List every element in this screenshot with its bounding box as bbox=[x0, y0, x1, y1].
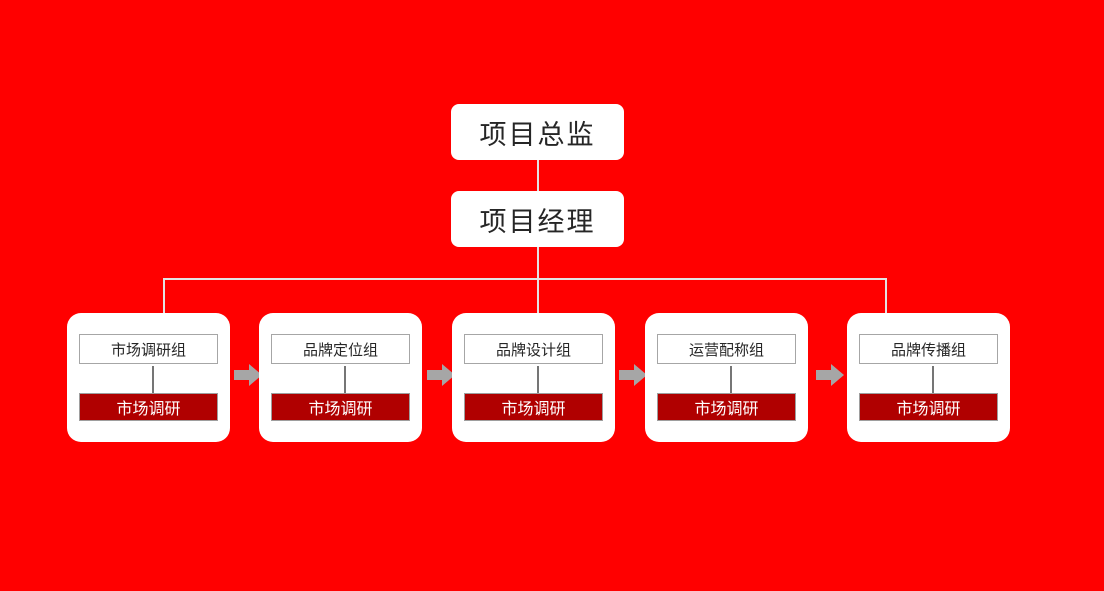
team-card-3-header: 品牌设计组 bbox=[464, 334, 603, 364]
flow-arrow-icon-2 bbox=[427, 364, 455, 386]
connector-drop-left bbox=[163, 278, 165, 314]
team-card-5-badge: 市场调研 bbox=[859, 393, 998, 421]
node-project-director[interactable]: 项目总监 bbox=[451, 104, 624, 160]
team-card-4-header: 运营配称组 bbox=[657, 334, 796, 364]
team-card-1-badge: 市场调研 bbox=[79, 393, 218, 421]
node-project-manager[interactable]: 项目经理 bbox=[451, 191, 624, 247]
flow-arrow-icon-1 bbox=[234, 364, 262, 386]
connector-horizontal-bus bbox=[163, 278, 887, 280]
connector-director-to-manager bbox=[537, 160, 539, 191]
connector-drop-center bbox=[537, 278, 539, 314]
team-card-2-badge: 市场调研 bbox=[271, 393, 410, 421]
team-card-4-badge: 市场调研 bbox=[657, 393, 796, 421]
team-card-4[interactable]: 运营配称组 市场调研 bbox=[645, 313, 808, 442]
team-card-2[interactable]: 品牌定位组 市场调研 bbox=[259, 313, 422, 442]
team-card-3[interactable]: 品牌设计组 市场调研 bbox=[452, 313, 615, 442]
team-card-2-header: 品牌定位组 bbox=[271, 334, 410, 364]
team-card-5-header: 品牌传播组 bbox=[859, 334, 998, 364]
team-card-3-badge: 市场调研 bbox=[464, 393, 603, 421]
flow-arrow-icon-4 bbox=[816, 364, 844, 386]
team-card-1-header: 市场调研组 bbox=[79, 334, 218, 364]
flow-arrow-icon-3 bbox=[619, 364, 647, 386]
connector-manager-down bbox=[537, 247, 539, 279]
team-card-1[interactable]: 市场调研组 市场调研 bbox=[67, 313, 230, 442]
team-card-5[interactable]: 品牌传播组 市场调研 bbox=[847, 313, 1010, 442]
connector-drop-right bbox=[885, 278, 887, 314]
